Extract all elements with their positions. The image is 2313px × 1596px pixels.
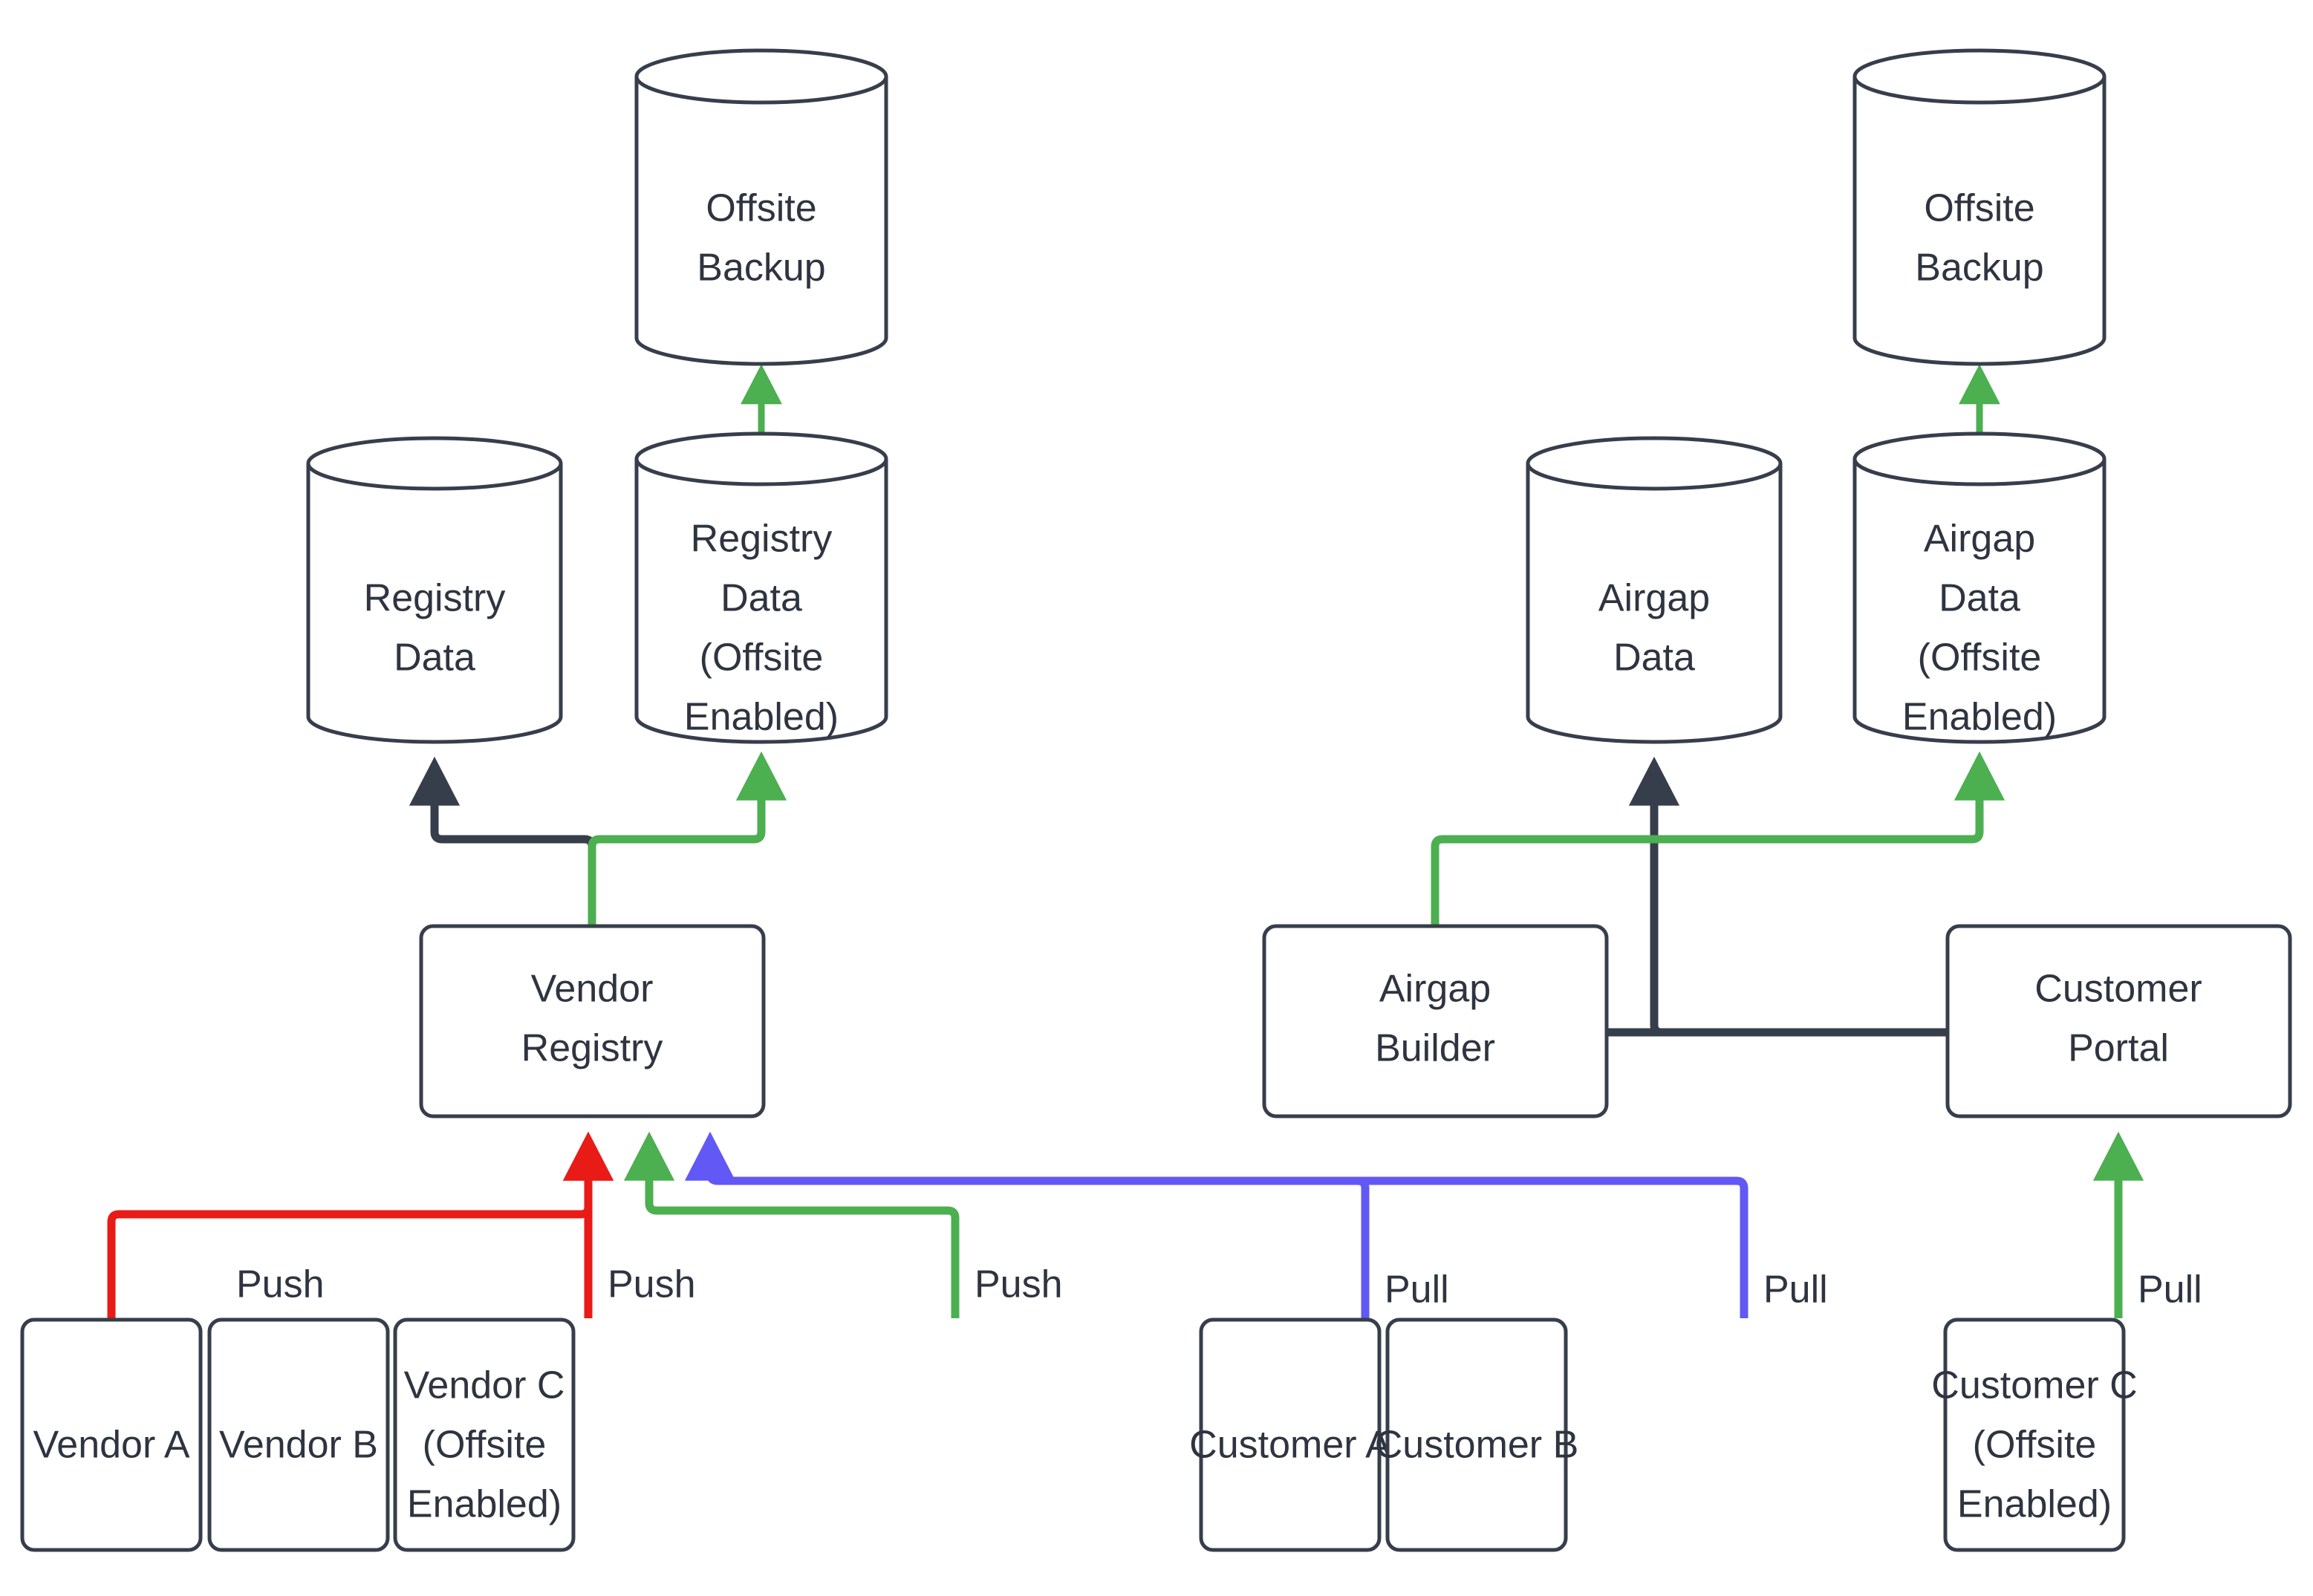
node-registry-data-offsite[interactable]: Registry Data (Offsite Enabled) [634, 431, 888, 744]
node-airgap-data-offsite[interactable]: Airgap Data (Offsite Enabled) [1852, 431, 2107, 744]
registry-data-offsite-label-4: Enabled) [684, 696, 839, 739]
airgap-data-label-2: Data [1613, 636, 1695, 680]
node-customer-b[interactable]: Customer B [1375, 1317, 1579, 1552]
customer-portal-label-2: Portal [2068, 1027, 2169, 1070]
registry-data-offsite-label-1: Registry [691, 518, 833, 561]
airgap-builder-label-1: Airgap [1379, 968, 1491, 1011]
customer-c-label-1: Customer C [1931, 1364, 2137, 1407]
airgap-data-offsite-label-4: Enabled) [1902, 696, 2057, 739]
customer-c-label-3: Enabled) [1957, 1483, 2112, 1526]
registry-data-offsite-label-2: Data [720, 577, 802, 620]
airgap-builder-label-2: Builder [1375, 1027, 1495, 1070]
node-customer-portal[interactable]: Customer Portal [1945, 924, 2292, 1118]
edge-label-vendor-c-push: Push [975, 1263, 1063, 1306]
edge-vendor-c-push [623, 1131, 960, 1318]
vendor-registry-label-2: Registry [521, 1027, 663, 1070]
node-airgap-builder[interactable]: Airgap Builder [1262, 924, 1609, 1118]
registry-data-label-1: Registry [364, 577, 506, 620]
edge-customer-b-pull [718, 1176, 1748, 1318]
node-vendor-registry[interactable]: Vendor Registry [419, 924, 766, 1118]
node-offsite-backup-left[interactable]: Offsite Backup [634, 48, 888, 366]
edge-vendor-a-push [107, 1131, 614, 1318]
vendor-c-label-3: Enabled) [407, 1483, 562, 1526]
edge-customer-portal-to-airgap-data [1628, 756, 1946, 1037]
vendor-c-label-2: (Offsite [423, 1424, 547, 1467]
airgap-data-offsite-label-3: (Offsite [1918, 636, 2042, 680]
node-registry-data[interactable]: Registry Data [306, 436, 563, 744]
node-vendor-b[interactable]: Vendor B [207, 1317, 390, 1552]
customer-a-label: Customer A [1189, 1424, 1391, 1467]
offsite-backup-right-label-1: Offsite [1924, 187, 2034, 230]
node-vendor-a[interactable]: Vendor A [20, 1317, 203, 1552]
edge-label-vendor-a-push: Push [236, 1263, 325, 1306]
edge-label-customer-c-pull: Pull [2138, 1268, 2202, 1312]
node-airgap-data[interactable]: Airgap Data [1526, 436, 1783, 744]
customer-c-label-2: (Offsite [1973, 1424, 2097, 1467]
registry-data-offsite-label-3: (Offsite [700, 636, 824, 680]
airgap-data-offsite-label-2: Data [1939, 577, 2020, 620]
offsite-backup-left-label-2: Backup [697, 247, 825, 290]
edge-vendor-registry-to-registry-data-offsite [588, 751, 787, 925]
node-vendor-c[interactable]: Vendor C (Offsite Enabled) [393, 1317, 576, 1552]
vendor-c-label-1: Vendor C [404, 1364, 565, 1407]
offsite-backup-left-label-1: Offsite [706, 187, 816, 230]
node-customer-a[interactable]: Customer A [1189, 1317, 1391, 1552]
node-customer-c[interactable]: Customer C (Offsite Enabled) [1931, 1317, 2138, 1552]
edge-airgap-builder-to-airgap-data-offsite [1431, 751, 2005, 925]
vendor-registry-label-1: Vendor [531, 968, 654, 1011]
edge-label-customer-b-pull: Pull [1763, 1268, 1828, 1312]
edge-label-vendor-b-push: Push [608, 1263, 696, 1306]
customer-b-label: Customer B [1375, 1424, 1579, 1467]
vendor-b-label: Vendor B [219, 1424, 378, 1467]
airgap-data-offsite-label-1: Airgap [1924, 518, 2035, 561]
edge-vendor-registry-to-registry-data [409, 756, 596, 925]
customer-portal-label-1: Customer [2034, 968, 2202, 1011]
vendor-a-label: Vendor A [33, 1424, 189, 1467]
airgap-data-label-1: Airgap [1598, 577, 1710, 620]
edge-label-customer-a-pull: Pull [1385, 1268, 1449, 1312]
registry-data-label-2: Data [394, 636, 475, 680]
node-offsite-backup-right[interactable]: Offsite Backup [1852, 48, 2107, 366]
offsite-backup-right-label-2: Backup [1915, 247, 2043, 290]
